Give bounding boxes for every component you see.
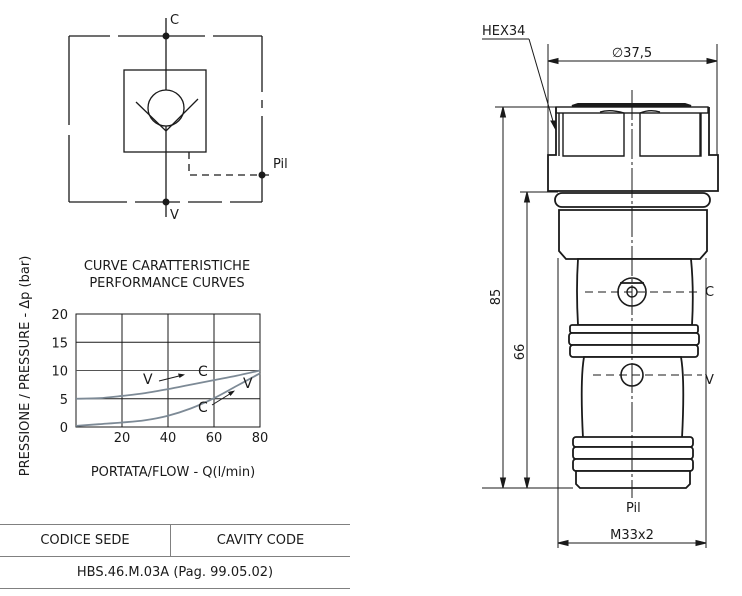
chart-ylabel: PRESSIONE / PRESSURE - Δp (bar) (18, 256, 33, 477)
hex-flat-left (558, 110, 625, 157)
table-header-row: CODICE SEDE CAVITY CODE (0, 524, 350, 557)
hex-outline (547, 107, 719, 192)
check-ball-icon (147, 89, 185, 127)
hex-label: HEX34 (482, 24, 525, 39)
seal-lower-2 (572, 446, 694, 460)
y-tick-label: 5 (60, 393, 68, 408)
series-line-v-to-c (75, 369, 261, 400)
x-tick-label: 80 (252, 431, 269, 446)
chart-ticks: 20 40 60 80 0 5 10 15 20 (51, 308, 268, 446)
seal-middle-1 (569, 324, 699, 334)
seal-middle-3 (569, 344, 699, 358)
length-66-arrow-top (523, 191, 531, 203)
thread-arrow-right (695, 539, 707, 547)
arrowhead-c-to-v (228, 390, 235, 396)
port-label-pil-drawing: Pil (626, 501, 641, 516)
length-66-arrow-bottom (523, 477, 531, 489)
seal-lower-3 (572, 458, 694, 472)
hex-leader-line (528, 38, 556, 129)
hex-flat-right (639, 110, 702, 157)
annotation-c-from: C (198, 400, 208, 416)
pilot-line (188, 152, 274, 176)
y-tick-label: 15 (51, 336, 68, 351)
cartridge-nose (575, 470, 691, 489)
annotation-v-to: V (243, 376, 253, 392)
check-seat-icon (135, 98, 199, 132)
chart-subtitle: PERFORMANCE CURVES (89, 276, 244, 291)
diameter-arrow-right (706, 57, 718, 65)
diameter-label: ∅37,5 (612, 46, 652, 61)
port-label-pil: Pil (273, 157, 288, 172)
seal-lower-1 (572, 436, 694, 448)
upper-collar (558, 209, 708, 260)
y-tick-label: 0 (60, 421, 68, 436)
junction-dot-pil (258, 171, 266, 179)
chart-series (75, 369, 261, 427)
y-tick-label: 10 (51, 365, 68, 380)
thread-label: M33x2 (610, 528, 654, 543)
header-codice-sede: CODICE SEDE (0, 524, 171, 557)
cavity-code-table: CODICE SEDE CAVITY CODE HBS.46.M.03A (Pa… (0, 524, 350, 589)
chart-annotations: V C C V (143, 364, 253, 416)
valve-body-box (123, 69, 207, 153)
chart-xlabel: PORTATA/FLOW - Q(l/min) (91, 465, 255, 480)
y-tick-label: 20 (51, 308, 68, 323)
chart-title: CURVE CARATTERISTICHE (84, 259, 250, 274)
length-85-arrow-top (499, 106, 507, 118)
port-label-v-drawing: V (705, 373, 714, 388)
seal-middle-2 (568, 332, 700, 346)
x-tick-label: 20 (114, 431, 131, 446)
chart-grid (75, 313, 261, 428)
length-85-label: 85 (489, 289, 504, 306)
length-66-label: 66 (513, 344, 528, 361)
junction-dot-c (162, 32, 170, 40)
x-tick-label: 60 (206, 431, 223, 446)
hydraulic-schematic: C V Pil (68, 13, 288, 223)
port-label-c-drawing: C (705, 285, 714, 300)
annotation-c-to: C (198, 364, 208, 380)
diameter-arrow-left (547, 57, 559, 65)
junction-dot-v (162, 198, 170, 206)
x-tick-label: 40 (160, 431, 177, 446)
arrowhead-v-to-c (178, 373, 185, 378)
cavity-code-value: HBS.46.M.03A (Pag. 99.05.02) (0, 556, 350, 589)
series-line-c-to-v (75, 372, 261, 427)
length-85-arrow-bottom (499, 477, 507, 489)
header-cavity-code: CAVITY CODE (170, 524, 350, 557)
port-label-v: V (170, 208, 179, 223)
cartridge-body (547, 103, 719, 489)
cartridge-technical-drawing: HEX34 ∅37,5 85 66 C V Pil M33x2 (482, 24, 719, 548)
annotation-v-from: V (143, 372, 153, 388)
performance-chart: CURVE CARATTERISTICHE PERFORMANCE CURVES… (18, 256, 268, 480)
table-row: HBS.46.M.03A (Pag. 99.05.02) (0, 556, 350, 589)
port-label-c: C (170, 13, 179, 28)
thread-arrow-left (557, 539, 569, 547)
